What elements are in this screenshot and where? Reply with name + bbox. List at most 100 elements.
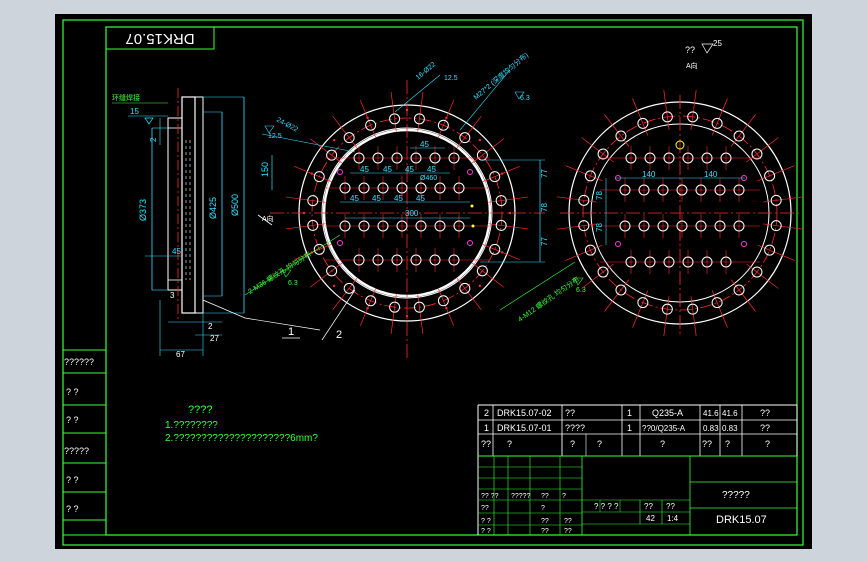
- bolt-hole: [584, 170, 596, 182]
- bolt-centerline: [488, 196, 529, 203]
- bolt-centerline: [757, 165, 795, 182]
- left-strip-cell: ? ?: [66, 475, 79, 485]
- tb-title: ?????: [722, 490, 750, 501]
- bolt-centerline: [711, 290, 728, 328]
- left-strip-cell: ??????: [64, 357, 94, 367]
- bolt-hole: [764, 170, 776, 182]
- bolt-hole: [389, 113, 401, 125]
- bolt-hole: [597, 266, 609, 278]
- bolt-hole: [578, 220, 590, 232]
- bom-cell: ??: [565, 408, 575, 418]
- dim-425: Ø425: [208, 197, 218, 219]
- dim-45: 45: [350, 194, 359, 203]
- tube-hole: [625, 152, 637, 164]
- tube-hole: [619, 220, 631, 232]
- drawing-frame: [105, 26, 798, 536]
- tb-cell: ??: [541, 528, 549, 535]
- tube-hole: [377, 182, 389, 194]
- bolt-centerline: [417, 91, 424, 132]
- bolt-hole: [489, 171, 501, 183]
- bolt-hole: [495, 219, 507, 231]
- part-balloon-1[interactable]: 1: [288, 326, 294, 338]
- tube-hole: [676, 184, 688, 196]
- bom-cell: 0.83: [703, 424, 719, 433]
- ring-marker: [405, 108, 409, 112]
- tube-hole: [676, 220, 688, 232]
- tb-cell: ??: [541, 518, 549, 525]
- bolt-centerline: [390, 294, 397, 335]
- model-space[interactable]: [55, 14, 812, 549]
- view-label-a-top: A向: [686, 61, 698, 70]
- tube-hole: [701, 152, 713, 164]
- bolt-hole: [733, 284, 745, 296]
- ring-marker: [508, 211, 512, 215]
- thread-marker: [337, 169, 343, 175]
- tube-hole: [720, 152, 732, 164]
- ring-marker: [310, 172, 314, 175]
- bolt-centerline: [285, 223, 326, 230]
- tube-hole: [377, 220, 389, 232]
- ring-marker: [366, 306, 369, 310]
- tube-hole: [644, 256, 656, 268]
- dim-77-bottom: 77: [540, 237, 549, 246]
- bolt-hole: [711, 297, 723, 309]
- bolt-hole: [365, 295, 377, 307]
- m12-rough: 6.3: [576, 287, 586, 294]
- tube-hole: [448, 254, 460, 266]
- section-view[interactable]: Ø373 Ø425 Ø500 环缝焊接 15 2 45 3 2 27 67: [112, 88, 321, 359]
- thread-marker: [741, 241, 747, 247]
- bill-of-materials[interactable]: 2 DRK15.07-02 ?? 1 Q235-A 41.6 41.6 ?? 1…: [477, 404, 798, 535]
- bolt-hole: [313, 171, 325, 183]
- bolt-centerline: [285, 196, 326, 203]
- bom-header: ?: [765, 439, 770, 449]
- bolt-centerline: [746, 263, 779, 289]
- bom-cell: 1: [627, 408, 632, 418]
- dim-45: 45: [172, 247, 181, 256]
- bolt-centerline: [456, 115, 482, 149]
- tube-hole: [453, 220, 465, 232]
- tube-hole: [695, 184, 707, 196]
- bolt-hole: [413, 301, 425, 313]
- dim-45: 45: [394, 194, 403, 203]
- bolt-centerline: [632, 290, 649, 328]
- bolt-hole: [307, 195, 319, 207]
- tube-hole: [638, 220, 650, 232]
- title-block[interactable]: ?? ?? ????? ?? ? ?? ? ? ? ?? ?? ? ? ?? ?…: [478, 455, 797, 535]
- bolt-centerline: [565, 165, 603, 182]
- bolt-centerline: [332, 115, 358, 149]
- bom-cell: 2: [484, 408, 489, 418]
- ring-marker: [445, 116, 448, 120]
- bom-header: ?: [597, 439, 602, 449]
- tube-hole: [339, 220, 351, 232]
- tube-hole: [415, 220, 427, 232]
- tube-hole: [396, 220, 408, 232]
- bom-cell: 1: [484, 423, 489, 433]
- bolt-hole: [495, 195, 507, 207]
- tube-hole: [638, 184, 650, 196]
- ring-marker: [445, 306, 448, 310]
- bolt-hole: [597, 148, 609, 160]
- plate-b-view[interactable]: 140 140 78 78 ?? 25 A向: [557, 39, 803, 336]
- bolt-centerline: [309, 138, 343, 164]
- ring-marker: [405, 314, 409, 318]
- tb-weight-label: ??: [644, 502, 653, 511]
- bolt-hole: [637, 117, 649, 129]
- bom-cell: ??: [760, 423, 770, 433]
- tube-hole: [625, 256, 637, 268]
- left-strip-cell: ? ?: [66, 504, 79, 514]
- dim-45: 45: [383, 165, 392, 174]
- bom-cell: DRK15.07-01: [497, 423, 552, 433]
- bolt-centerline: [763, 223, 803, 230]
- bolt-centerline: [690, 296, 697, 336]
- tb-cell: ? ?: [481, 518, 491, 525]
- bolt-hole: [343, 132, 355, 144]
- bolt-hole: [343, 282, 355, 294]
- bom-header: ??: [702, 439, 712, 449]
- bolt-centerline: [557, 223, 597, 230]
- dim-2-top: 2: [149, 137, 158, 142]
- bolt-hole: [307, 219, 319, 231]
- tb-cell: ?? ??: [481, 493, 499, 500]
- part-balloon-2[interactable]: 2: [336, 329, 342, 341]
- left-strip: ?????? ? ? ? ? ????? ? ? ? ?: [62, 349, 107, 536]
- tube-hole: [339, 182, 351, 194]
